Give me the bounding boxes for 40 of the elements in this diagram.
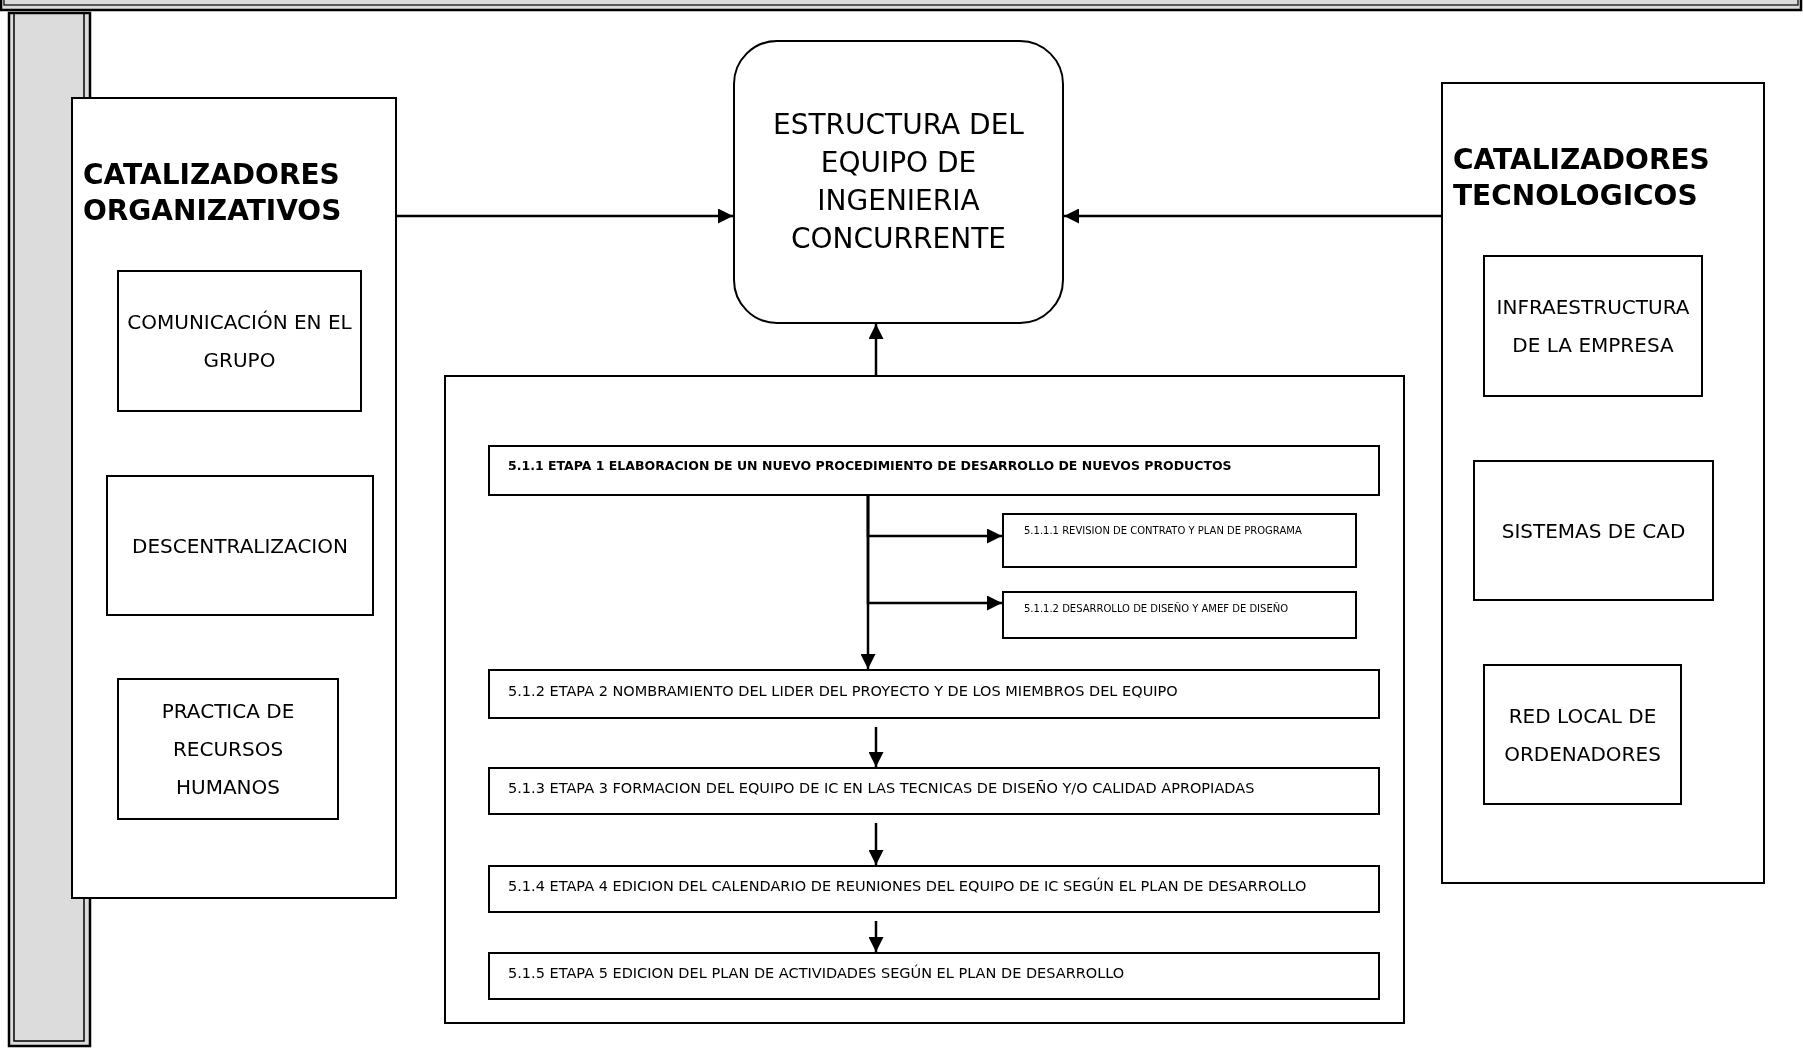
factor-box [1473, 460, 1714, 601]
arrow [1064, 208, 1441, 224]
stage-label: 5.1.2 ETAPA 2 NOMBRAMIENTO DEL LIDER DEL PROYECTO Y DE LOS MIEMBROS DEL EQUIPO [508, 682, 1178, 700]
stage-box [488, 952, 1380, 1000]
sub-stage-box [1002, 591, 1357, 639]
arrow [868, 727, 884, 767]
factor-box [1483, 664, 1682, 805]
category-panel [71, 97, 397, 899]
factor-label: INFRAESTRUCTURA DE LA EMPRESA [1495, 294, 1691, 359]
sub-stage-label: 5.1.1.1 REVISION DE CONTRATO Y PLAN DE PROGRAMA [1024, 524, 1302, 538]
factor-label: COMUNICACIÓN EN EL GRUPO [126, 309, 353, 374]
factor-label: PRACTICA DE RECURSOS HUMANOS [160, 698, 296, 801]
arrow [868, 823, 884, 865]
stage-label: 5.1.3 ETAPA 3 FORMACION DEL EQUIPO DE IC EN LAS TECNICAS DE DISEÑO Y/O CALIDAD APROPIADAS [508, 779, 1255, 797]
factor-label: RED LOCAL DE ORDENADORES [1503, 702, 1662, 768]
stage-label: 5.1.1 ETAPA 1 ELABORACION DE UN NUEVO PROCEDIMIENTO DE DESARROLLO DE NUEVOS PRODUCTOS [508, 457, 1232, 475]
panel-heading: CATALIZADORES ORGANIZATIVOS [83, 157, 343, 229]
arrow [868, 324, 884, 375]
sub-stage-box [1002, 513, 1357, 568]
factor-label: SISTEMAS DE CAD [1501, 517, 1686, 545]
panel-heading: CATALIZADORES TECNOLOGICOS [1453, 142, 1711, 214]
factor-box [117, 678, 339, 820]
stage-box [488, 669, 1380, 719]
factor-box [1483, 255, 1703, 397]
stage-label: 5.1.4 ETAPA 4 EDICION DEL CALENDARIO DE REUNIONES DEL EQUIPO DE IC SEGÚN EL PLAN DE DESARROLLO [508, 877, 1307, 895]
rounded-box [733, 40, 1064, 324]
stage-label: 5.1.5 ETAPA 5 EDICION DEL PLAN DE ACTIVIDADES SEGÚN EL PLAN DE DESARROLLO [508, 964, 1125, 982]
arrow [397, 208, 733, 224]
category-panel [1441, 82, 1765, 884]
factor-box [117, 270, 362, 412]
factor-box [106, 475, 374, 616]
stage-box [488, 865, 1380, 913]
arrow [860, 496, 876, 669]
box-title: ESTRUCTURA DEL EQUIPO DE INGENIERIA CONCURRENTE [772, 107, 1025, 257]
container-box [444, 375, 1405, 1024]
stage-box [488, 445, 1380, 496]
arrow [868, 921, 884, 952]
stage-box [488, 767, 1380, 815]
sub-stage-label: 5.1.1.2 DESARROLLO DE DISEÑO Y AMEF DE DISEÑO [1024, 602, 1289, 616]
factor-label: DESCENTRALIZACION [132, 532, 348, 560]
